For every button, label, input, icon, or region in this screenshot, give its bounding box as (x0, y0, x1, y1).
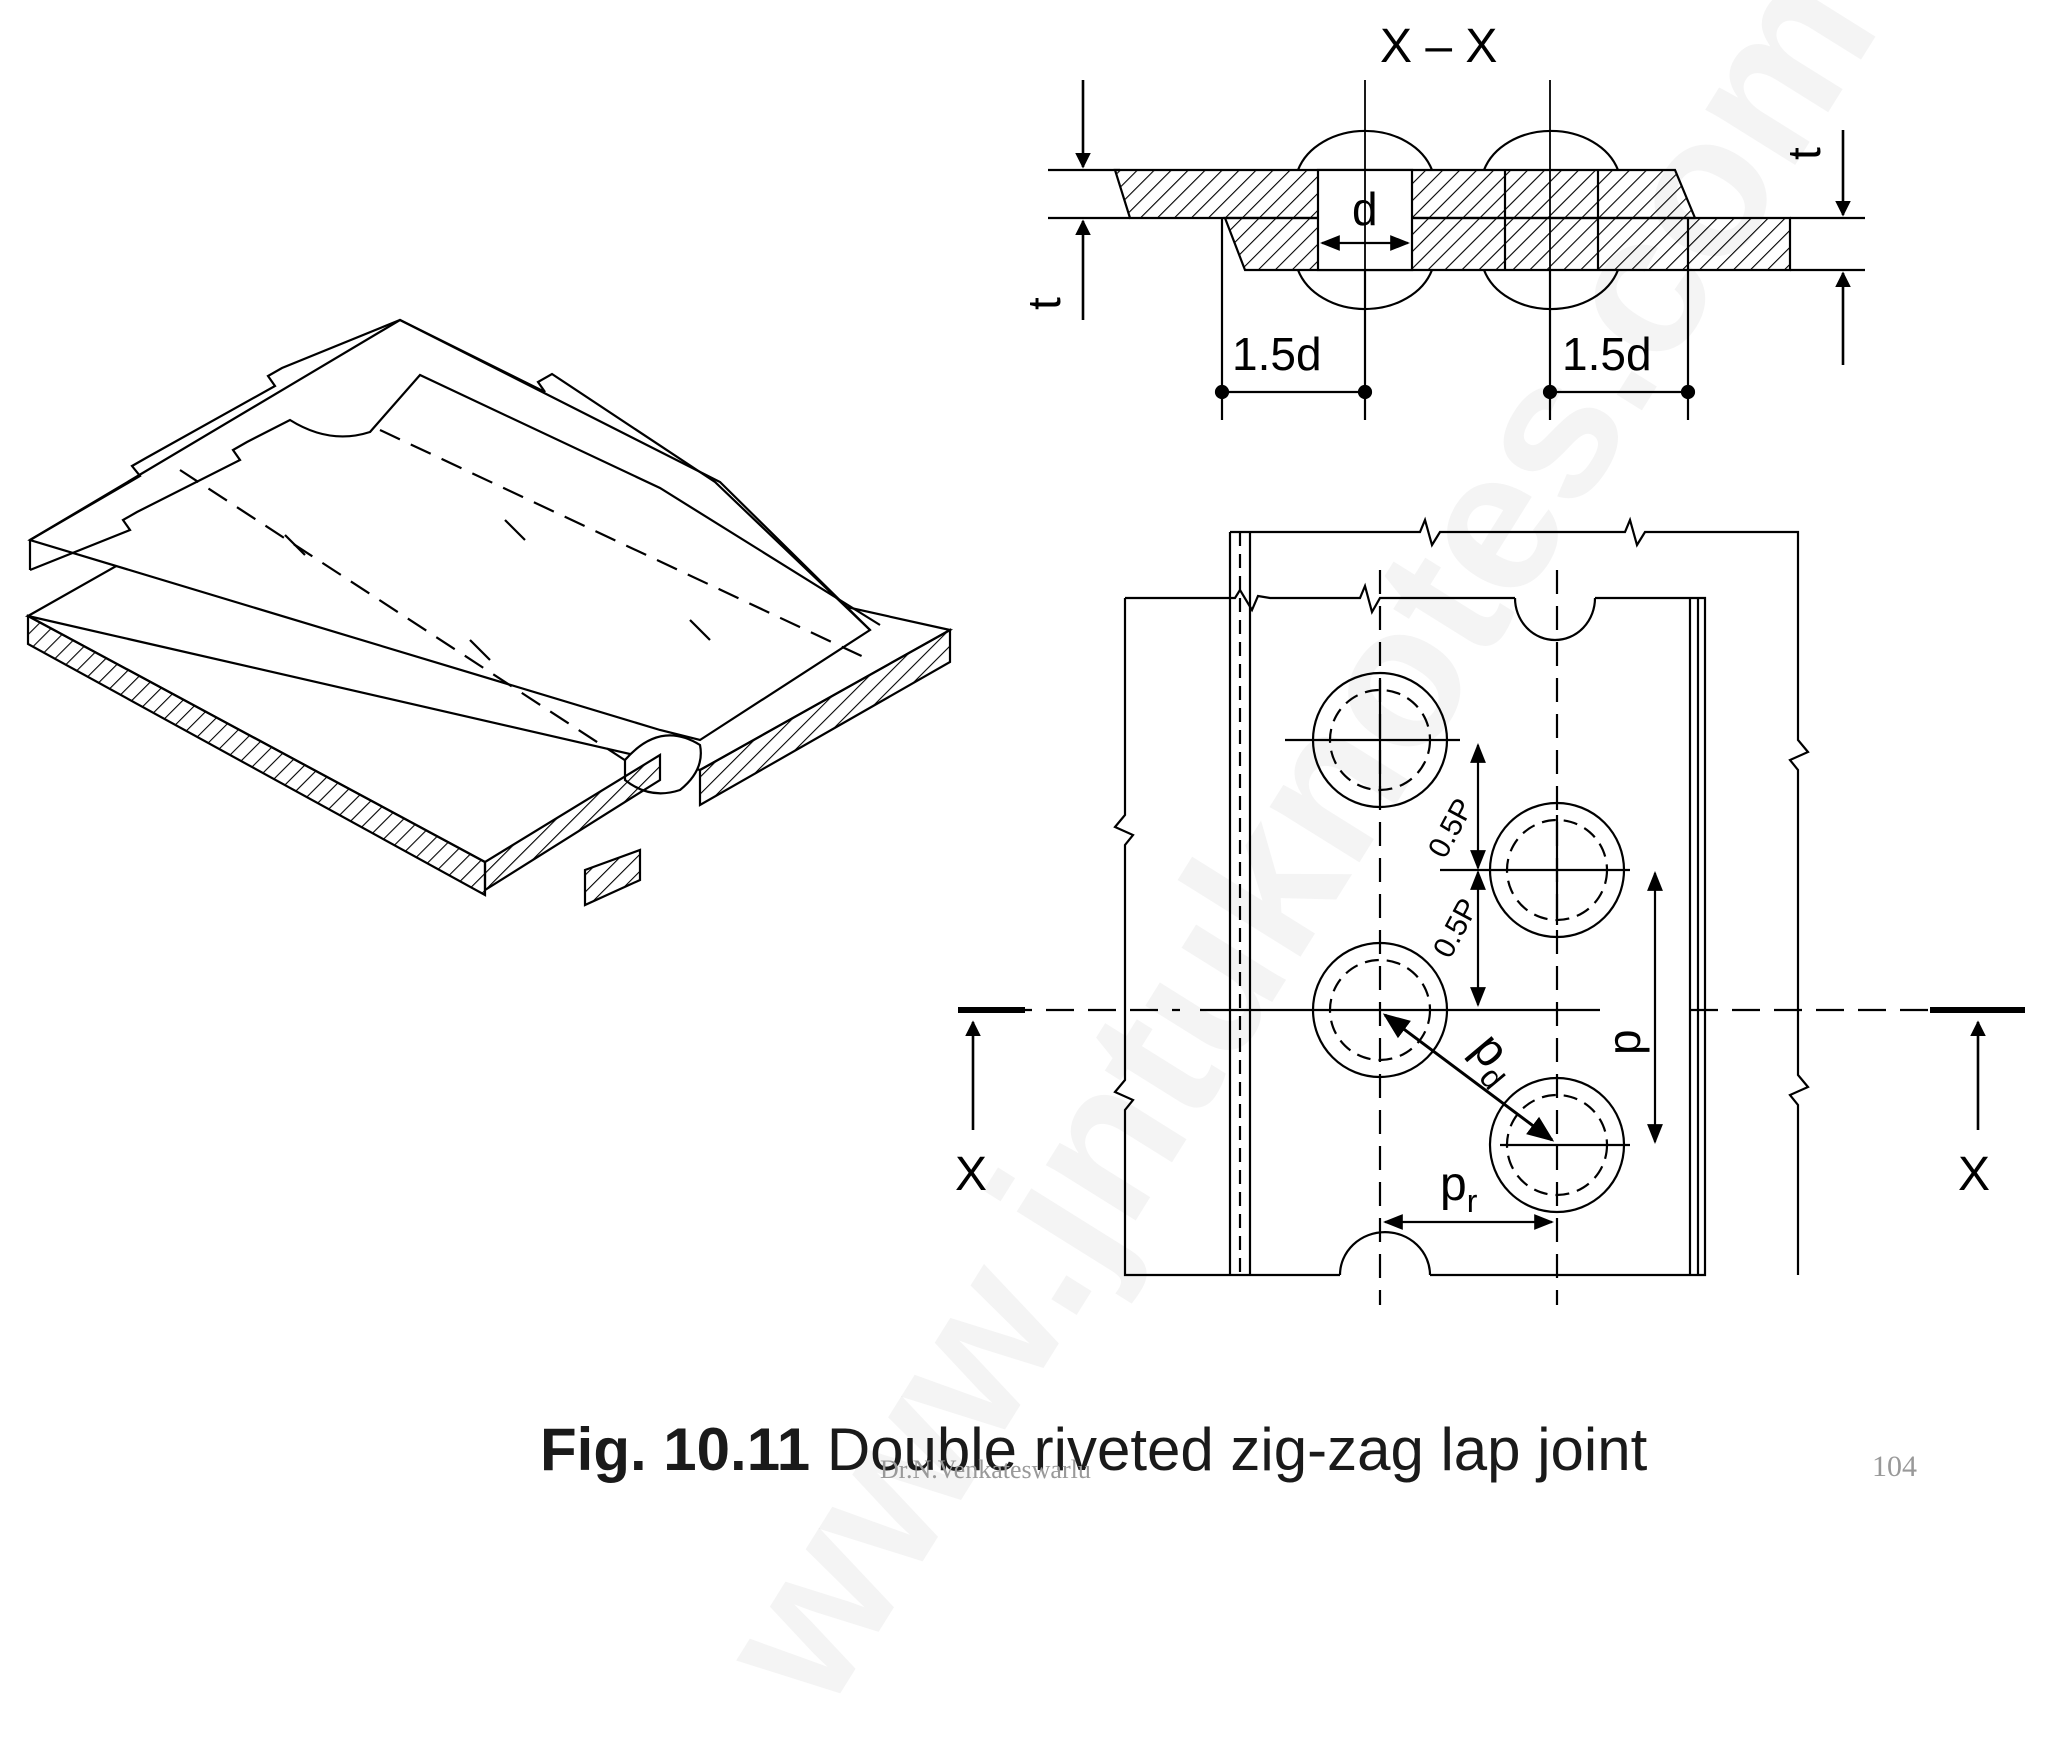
rivet-1 (1285, 671, 1460, 809)
section-mark-left: X (955, 1148, 987, 1201)
riveted-joint-diagram: X – X d t t 1.5d 1.5d (24, 20, 2025, 1305)
figure-number: Fig. 10.11 (540, 1416, 811, 1483)
thickness-label-left: t (1018, 297, 1070, 310)
rivet-3 (1311, 941, 1449, 1079)
section-view (1048, 80, 1865, 420)
isometric-view (24, 318, 954, 907)
diagonal-pitch-label: pd (1455, 1023, 1530, 1096)
footer-author: Dr.N.Venkateswarlu (880, 1455, 1091, 1484)
thickness-label-right: t (1778, 147, 1830, 160)
page-number: 104 (1872, 1450, 1917, 1483)
figure-title: Double riveted zig-zag lap joint (826, 1416, 1648, 1483)
plan-view (958, 516, 2025, 1305)
half-pitch-label-upper: 0.5P (1422, 793, 1480, 863)
section-mark-right: X (1958, 1148, 1990, 1201)
rivet-4 (1488, 1076, 1630, 1214)
slide-page: www.jntuknotes.com (24, 0, 2025, 1739)
figure-caption: Fig. 10.11 Double riveted zig-zag lap jo… (540, 1415, 1647, 1484)
margin-label-left: 1.5d (1232, 328, 1322, 380)
hole-diameter-label: d (1352, 183, 1378, 235)
section-title: X – X (1380, 20, 1497, 73)
row-pitch-label: pr (1440, 1158, 1478, 1219)
rivet-2 (1440, 801, 1630, 939)
pitch-label: p (1598, 1029, 1650, 1055)
margin-label-right: 1.5d (1562, 328, 1652, 380)
half-pitch-label-lower: 0.5P (1427, 893, 1485, 963)
